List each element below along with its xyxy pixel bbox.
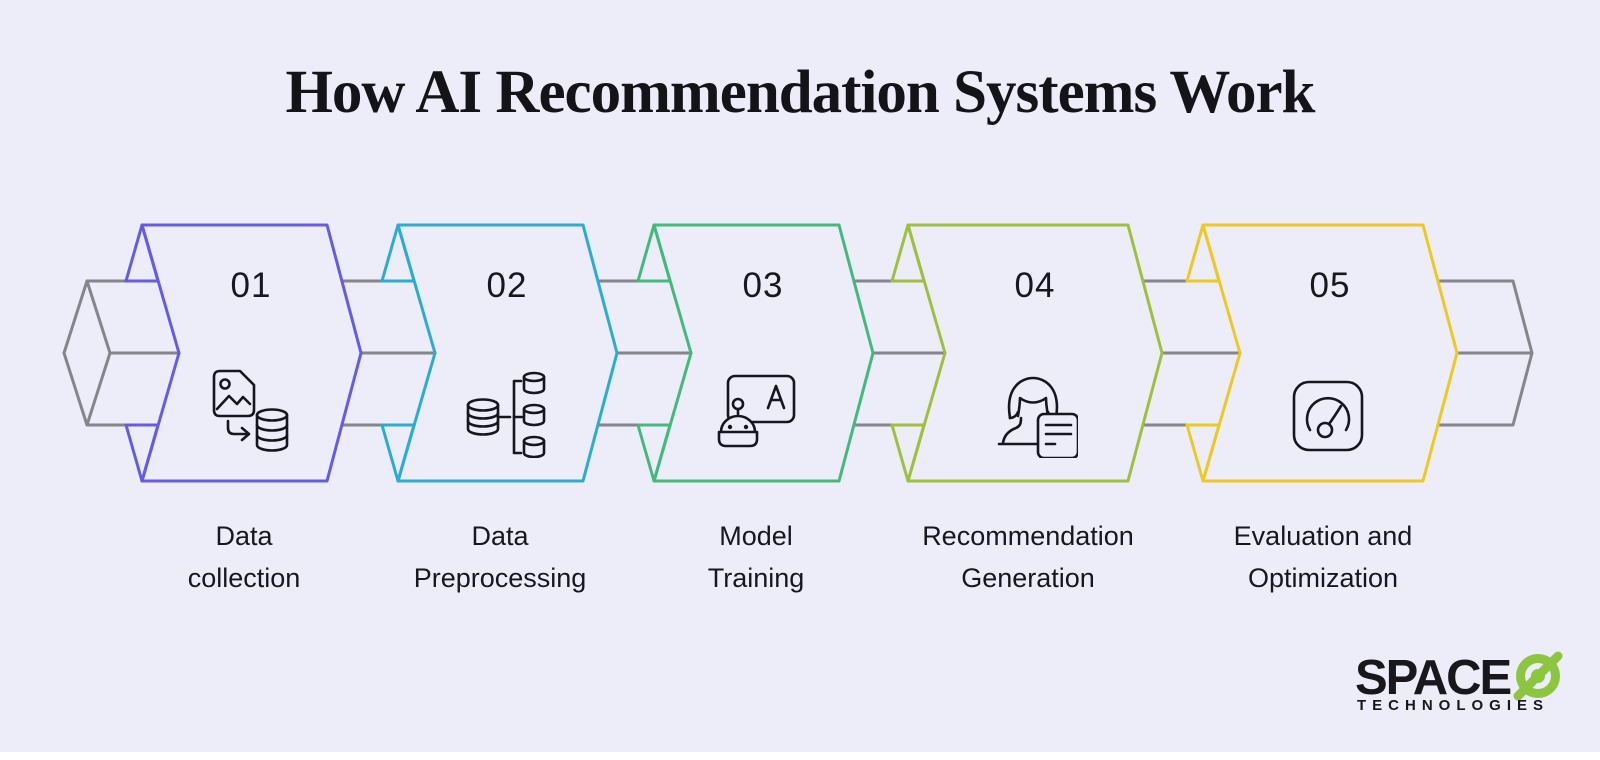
- bottom-border-strip: [0, 752, 1600, 760]
- chevron-back-bottom: [124, 423, 160, 483]
- chevron-back-top: [890, 223, 926, 283]
- chevron-back-bottom: [636, 423, 672, 483]
- step-label-line: Recommendation: [922, 521, 1134, 551]
- page-title: How AI Recommendation Systems Work: [285, 59, 1315, 126]
- chevron-back-bottom: [890, 423, 926, 483]
- chevron-back-top: [1185, 223, 1221, 283]
- step-number: 01: [230, 266, 272, 305]
- step-label: Data Preprocessing: [350, 515, 650, 599]
- step-label: Data collection: [94, 515, 394, 599]
- chevron-back-bottom: [1185, 423, 1221, 483]
- chevron-outline: [140, 223, 363, 483]
- step-label-line: Preprocessing: [413, 563, 587, 593]
- chevron-back-top: [124, 223, 160, 283]
- image-to-database-icon: [212, 369, 289, 452]
- step-label: Model Training: [606, 515, 906, 599]
- step-label: Evaluation and Optimization: [1173, 515, 1473, 599]
- beam-right-cap: [1436, 279, 1534, 427]
- robot-learning-icon: [717, 374, 796, 448]
- beam-segment: [1141, 279, 1242, 427]
- step-label-line: Evaluation and: [1233, 521, 1413, 551]
- gauge-icon: [1292, 380, 1364, 452]
- step-label-line: Generation: [961, 563, 1095, 593]
- chevron-step-2: [380, 223, 619, 483]
- chevron-outline: [906, 223, 1164, 483]
- step-label-line: Data: [471, 521, 529, 551]
- database-split-icon: [466, 371, 546, 458]
- company-logo: SPACE TECHNOLOGIES: [1352, 650, 1567, 720]
- chevron-outline: [652, 223, 875, 483]
- step-number: 02: [486, 266, 528, 305]
- step-label-line: collection: [187, 563, 301, 593]
- beam-left-cap: [62, 279, 112, 427]
- chevron-back-top: [380, 223, 416, 283]
- logo-o-slash-icon: [1513, 651, 1563, 701]
- person-with-list-icon: [997, 376, 1078, 458]
- chevron-step-1: [124, 223, 363, 483]
- chevron-step-4: [890, 223, 1164, 483]
- step-label-line: Optimization: [1247, 563, 1399, 593]
- beam-segment: [340, 279, 437, 427]
- step-number: 03: [742, 266, 784, 305]
- step-label-line: Training: [707, 563, 805, 593]
- chevron-outline: [1201, 223, 1459, 483]
- beam-segment: [596, 279, 693, 427]
- beam: [62, 279, 1534, 427]
- chevron-back-bottom: [380, 423, 416, 483]
- logo-subtitle: TECHNOLOGIES: [1357, 697, 1550, 714]
- beam-segment: [85, 279, 181, 427]
- step-number: 05: [1309, 266, 1351, 305]
- beam-segment: [852, 279, 947, 427]
- step-label: Recommendation Generation: [878, 515, 1178, 599]
- logo-wordmark: SPACE: [1355, 651, 1512, 705]
- step-number: 04: [1014, 266, 1056, 305]
- chevron-outline: [396, 223, 619, 483]
- step-label-line: Data: [215, 521, 273, 551]
- chevron-step-5: [1185, 223, 1459, 483]
- step-label-line: Model: [719, 521, 793, 551]
- chevron-step-3: [636, 223, 875, 483]
- chevron-back-top: [636, 223, 672, 283]
